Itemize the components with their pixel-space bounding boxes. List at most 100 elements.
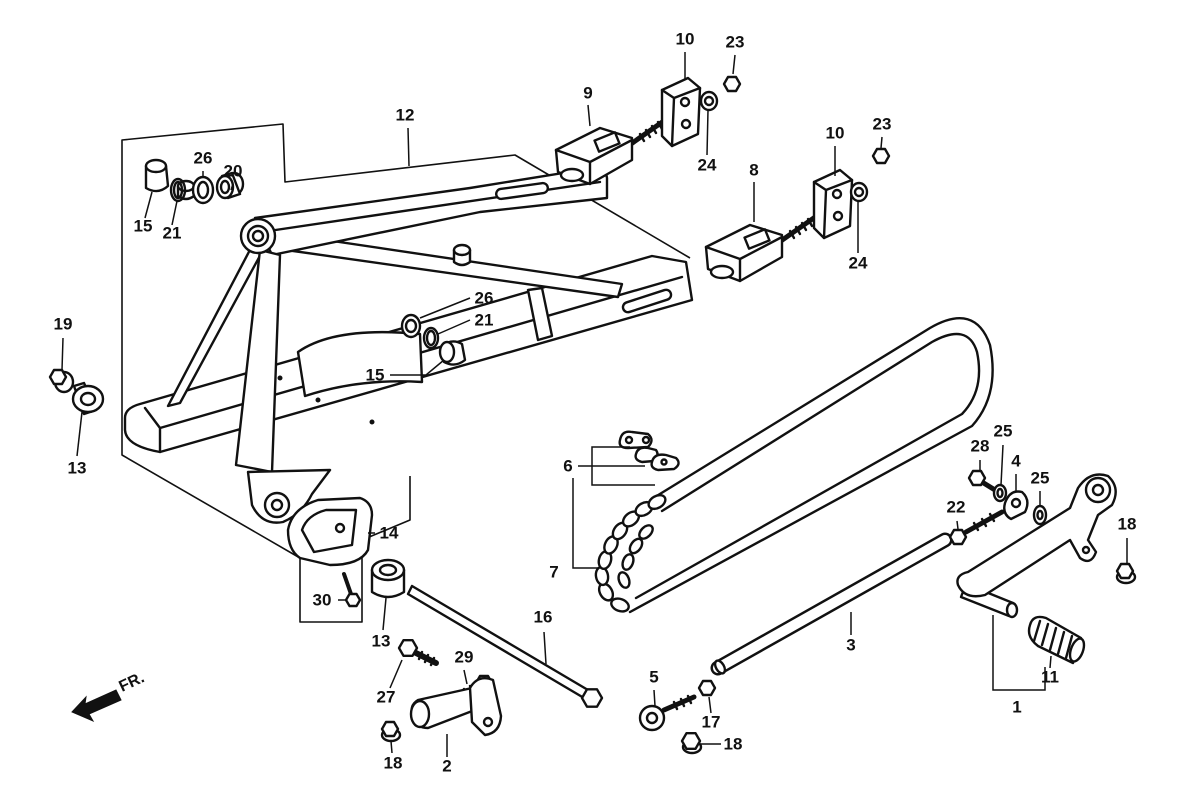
adjuster-window — [743, 228, 771, 250]
washer-hole — [703, 95, 715, 107]
chain-link — [628, 537, 644, 555]
washer-hole — [853, 186, 865, 198]
swingarm-top-arm-edge — [260, 180, 602, 234]
bolt-30 — [342, 572, 362, 608]
adjuster-plate — [812, 168, 854, 240]
callout-label: 12 — [396, 105, 415, 124]
leader-lines — [61, 52, 1128, 757]
callout-label: 11 — [1041, 667, 1059, 686]
nut-hex — [48, 368, 68, 386]
adjuster-plate-hole — [831, 188, 843, 200]
nut-17 — [697, 679, 717, 697]
callout-label: 29 — [455, 647, 474, 666]
washer-24-upper — [699, 90, 719, 112]
collar-hole — [79, 391, 97, 407]
chain-inner-edge — [634, 332, 981, 600]
swingarm-vertical-strut — [526, 286, 554, 342]
rod-end-5 — [638, 694, 697, 732]
adjuster-block-edge — [554, 138, 634, 186]
collar-hole — [378, 563, 398, 577]
callout-label: 5 — [649, 667, 658, 686]
swingarm-boss-top — [452, 243, 472, 257]
swingarm-lower-slot — [621, 288, 673, 314]
adjuster-bolt-thread — [638, 120, 664, 143]
pivot-shaft-lever — [468, 677, 503, 737]
washer-25-lower — [1032, 504, 1048, 526]
swingarm-rivet — [369, 419, 375, 425]
chain-link — [621, 553, 635, 571]
nut-22 — [948, 528, 968, 546]
link-hole — [1010, 497, 1022, 509]
pivot-shaft-end — [409, 699, 431, 729]
adjuster-slot — [559, 167, 585, 183]
leader-line — [1000, 444, 1004, 486]
pedal-boss-hole — [1091, 483, 1105, 497]
axle-head — [580, 688, 604, 708]
leader-line — [419, 297, 471, 319]
bolt-head — [397, 638, 419, 658]
nut-23-lower — [871, 147, 891, 165]
swingarm-upper-slot — [495, 181, 549, 201]
adjuster-window — [593, 131, 621, 153]
leader-line — [578, 446, 655, 486]
swingarm-rivet — [315, 397, 321, 403]
foot-peg-rubber-11 — [1027, 615, 1086, 665]
leader-line — [543, 631, 547, 665]
swingarm — [123, 166, 694, 524]
collar-13-lower — [370, 558, 406, 599]
linkage-bolt-thread — [972, 512, 996, 532]
leader-line — [171, 200, 178, 226]
master-link-pin — [624, 435, 634, 445]
callout-label: 22 — [947, 497, 966, 516]
washer-hole — [1036, 509, 1044, 521]
washer-25-upper — [992, 483, 1008, 503]
leader-line — [732, 54, 736, 75]
callout-label: 25 — [1031, 468, 1050, 487]
bushing-hole — [219, 179, 231, 195]
callout-label: 18 — [384, 753, 403, 772]
brake-rod-fill — [713, 535, 950, 673]
bolt-shaft — [979, 479, 998, 493]
o-ring-inner — [172, 180, 184, 200]
o-ring — [169, 177, 187, 203]
master-link-6 — [618, 430, 680, 472]
pedal-tab-hole — [1081, 545, 1091, 555]
leader-line — [389, 659, 403, 689]
leader-line — [1049, 655, 1052, 669]
brake-pedal-1 — [956, 473, 1117, 619]
callout-label: 21 — [163, 223, 182, 242]
brake-rod-3 — [710, 532, 953, 676]
chain-guide-body — [286, 496, 374, 567]
pivot-cap-face — [438, 340, 456, 364]
nut-23-upper — [722, 75, 742, 93]
linkage-bolt — [963, 509, 1005, 535]
callout-label: 20 — [224, 161, 243, 180]
chain-guide-rib — [300, 508, 358, 554]
leader-line — [382, 597, 387, 631]
peg-rubber-end — [1068, 637, 1086, 663]
callout-label: 24 — [849, 253, 868, 272]
pivot-cap-face — [144, 158, 168, 174]
leader-line — [144, 191, 153, 219]
callout-label: 21 — [475, 310, 494, 329]
callout-label: 26 — [475, 288, 494, 307]
callout-label: 17 — [702, 712, 721, 731]
bushing-20 — [215, 171, 245, 200]
nut-hex — [680, 731, 702, 751]
callout-label: 27 — [377, 687, 396, 706]
callout-label: 26 — [194, 148, 213, 167]
o-ring — [422, 326, 440, 350]
o-ring-21-right — [422, 326, 440, 350]
swingarm-curved-plate — [296, 330, 424, 398]
adjuster-plate-10-upper — [660, 76, 702, 148]
swingarm-lower-pivot-hole — [270, 498, 284, 512]
adjuster-plate-hole — [680, 118, 692, 130]
washer-26-right — [400, 313, 422, 339]
callout-label: 24 — [698, 155, 717, 174]
washer-hole — [196, 180, 210, 200]
adjuster-bolt-thread — [788, 217, 814, 240]
nut-18-left — [380, 720, 402, 743]
rod-end-eye-hole — [645, 711, 659, 725]
swingarm-rivet — [277, 375, 283, 381]
chain-adjuster-8 — [704, 212, 821, 283]
